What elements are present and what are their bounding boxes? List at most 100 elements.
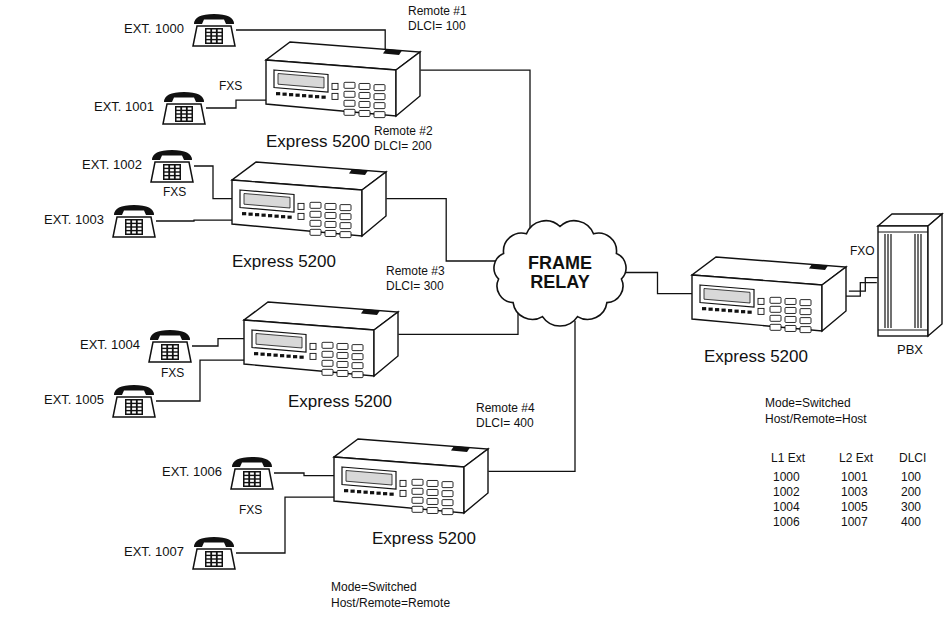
keypad-key [427,498,438,504]
keypad-key [374,85,385,91]
express-5200-unit [262,40,422,126]
annotation-label: 300 [900,500,922,514]
phone-key [212,30,216,32]
remote-dlci-label: Remote #4 DLCI= 400 [476,401,540,431]
phone-handset [114,385,154,395]
keypad-key [800,300,811,306]
arrow-key [758,298,764,304]
extension-label: EXT. 1007 [124,544,184,560]
phone-key [132,408,136,410]
keypad-key [427,489,438,495]
unit-notch [361,309,380,315]
keypad-key [310,202,321,208]
keypad-key [352,363,363,369]
keypad-key [770,297,781,303]
panel-button [293,355,297,358]
phone-key [170,166,174,168]
phone-key [256,476,260,478]
phone-body [193,549,235,569]
panel-button [283,93,287,96]
keypad-key [412,497,423,503]
keypad-key [344,91,355,97]
telephone: EXT. 1001 [162,90,206,126]
pbx: PBX [878,212,942,336]
phone-key [182,115,186,117]
phone-key [212,556,216,558]
panel-button [242,212,246,215]
keypad-key [322,342,333,348]
lcd-bezel [240,190,294,212]
panel-button [364,491,368,494]
phone-key [165,169,169,171]
telephone-icon [192,12,236,48]
phone-body [149,342,191,362]
phone-key [182,108,186,110]
phone-key [207,563,211,565]
panel-button [302,94,306,97]
keypad-key [359,110,370,116]
keypad-key [785,298,796,304]
remote-dlci-label: Remote #1 DLCI= 100 [408,4,472,34]
annotation-label: Host/Remote=Host [764,412,868,426]
phone-body [231,469,273,489]
panel-button [300,356,304,359]
telephone: EXT. 1003 [112,203,156,239]
telephone-icon [150,148,194,184]
lcd-bezel [252,330,306,352]
phone-key [127,228,131,230]
unit-front [692,275,822,331]
phone-key [218,30,222,32]
keypad-key [340,223,351,229]
panel-button [254,352,258,355]
keypad-key [322,351,333,357]
annotation-label: FXS [162,185,187,199]
keypad-key [310,211,321,217]
phone-keypad [163,164,181,180]
panel-button [351,490,355,493]
keypad-key [337,352,348,358]
telephone-icon [230,455,274,491]
keypad-key [322,369,333,375]
keypad-key [442,509,453,515]
annotation-label: 400 [900,515,922,529]
phone-key [163,346,167,348]
model-label: Express 5200 [704,347,808,367]
keypad-key [322,360,333,366]
keypad-key [412,506,423,512]
phone-key [250,480,254,482]
remote-dlci-label: Remote #3 DLCI= 300 [386,264,450,294]
phone-key [182,118,186,120]
phone-key [218,553,222,555]
annotation-label: FXS [160,366,185,380]
phone-handset [194,14,234,24]
keypad-key [359,101,370,107]
lcd-screen [278,74,324,89]
keypad-key [337,343,348,349]
phone-key [176,176,180,178]
phone-key [218,560,222,562]
cabinet-side [928,214,942,336]
arrow-key [400,490,406,496]
phone-key [127,411,131,413]
phone-key [132,228,136,230]
phone-body [151,162,193,182]
phone-key [168,346,172,348]
express-5200-unit [240,300,400,386]
cabinet-stripe [917,234,918,328]
arrow-key [758,308,764,314]
annotation-label: DLCI [898,451,927,465]
unit-side [396,52,420,116]
telephone: EXT. 1006 [230,455,274,491]
express-5200: Remote #1 DLCI= 100Express 5200 [262,40,422,126]
keypad-key [442,491,453,497]
phone-key [218,556,222,558]
phone-key [212,563,216,565]
panel-button [390,493,394,496]
network-cloud: FRAME RELAY [485,215,635,330]
panel-button [702,307,706,310]
keypad-key [412,488,423,494]
unit-side [362,172,386,236]
phone-key [170,176,174,178]
phone-key [170,173,174,175]
